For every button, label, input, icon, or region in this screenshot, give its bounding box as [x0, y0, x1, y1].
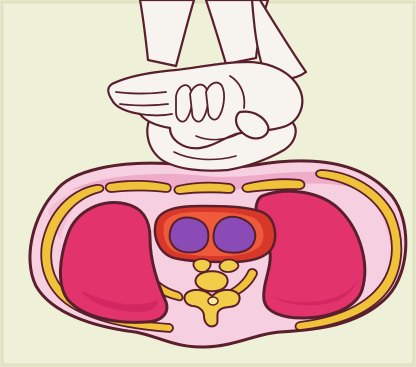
heart	[155, 206, 275, 262]
